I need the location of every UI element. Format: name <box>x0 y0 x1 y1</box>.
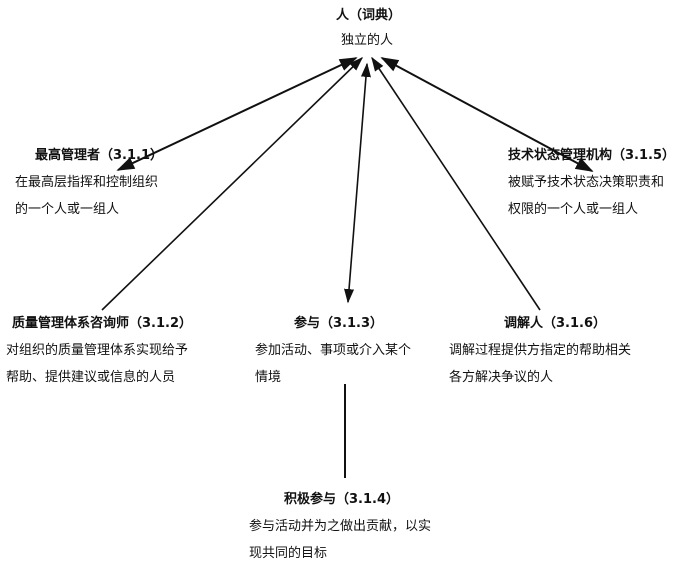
node-text: 调解过程提供方指定的帮助相关 <box>449 343 632 358</box>
node-heading: 积极参与（3.1.4） <box>284 492 400 507</box>
node-text: 参与活动并为之做出贡献，以实 <box>249 519 432 534</box>
line-root-qms-consultant <box>101 56 364 311</box>
arrow-root-involvement <box>344 62 371 304</box>
root-subtitle: 独立的人 <box>341 33 394 48</box>
node-text: 帮助、提供建议或信息的人员 <box>6 370 176 385</box>
node-heading: 最高管理者（3.1.1） <box>35 148 164 163</box>
node-text: 参加活动、事项或介入某个 <box>255 343 412 358</box>
node-heading: 参与（3.1.3） <box>294 316 384 331</box>
node-text: 在最高层指挥和控制组织 <box>15 175 159 190</box>
arrow-root-top-management <box>116 57 358 171</box>
arrow-root-configuration-authority <box>380 57 594 172</box>
root-title: 人（词典） <box>336 8 402 23</box>
node-heading: 质量管理体系咨询师（3.1.2） <box>12 316 193 331</box>
node-text: 现共同的目标 <box>249 546 328 561</box>
line-root-dispute-resolver <box>371 56 541 311</box>
node-heading: 调解人（3.1.6） <box>504 316 607 331</box>
node-text: 权限的一个人或一组人 <box>508 202 639 217</box>
node-text: 对组织的质量管理体系实现给予 <box>6 343 189 358</box>
node-text: 情境 <box>255 370 282 385</box>
node-text: 的一个人或一组人 <box>15 202 120 217</box>
node-text: 被赋予技术状态决策职责和 <box>508 175 665 190</box>
node-text: 各方解决争议的人 <box>449 370 554 385</box>
node-heading: 技术状态管理机构（3.1.5） <box>508 148 676 163</box>
